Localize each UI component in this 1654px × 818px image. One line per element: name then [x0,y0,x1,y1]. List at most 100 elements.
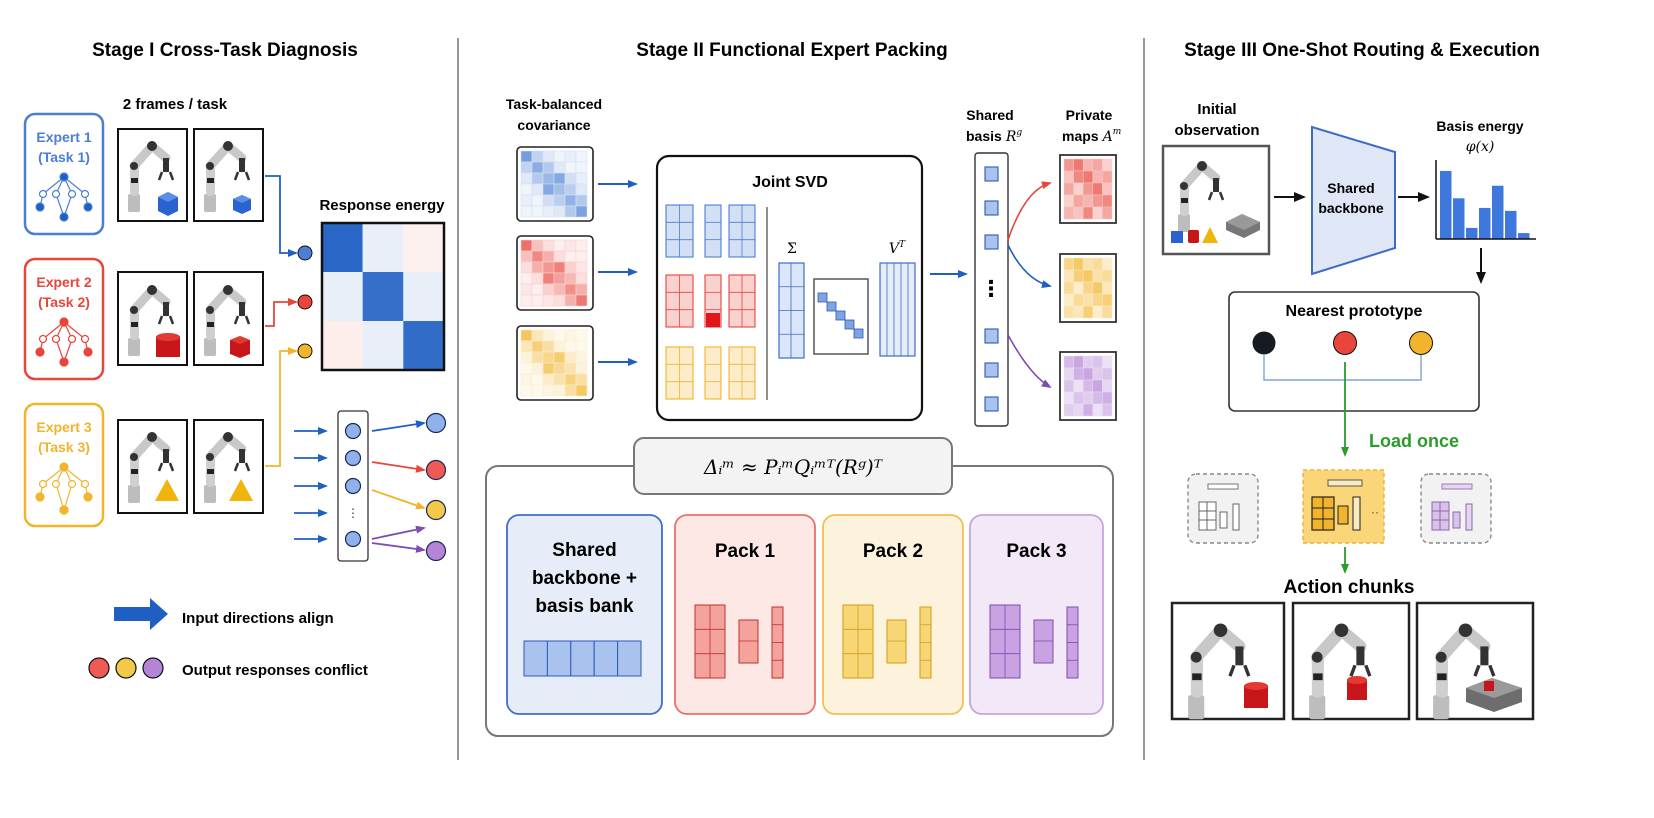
prototype-yellow [1409,331,1433,355]
basis-bank-cell [617,640,642,677]
private-map-cell [1082,391,1094,405]
private-map-cell [1063,403,1074,417]
initial-observation-frame [1161,144,1271,256]
response-node-1 [297,245,313,261]
output-node-purple [425,540,447,562]
vt-label: VT [889,240,906,257]
sigma-diag-frame [813,278,869,355]
cov-cell [542,340,555,353]
output-arrow-red [371,461,426,473]
cov-cell [542,250,555,263]
task1-frames [117,128,264,222]
shared-basis-cells [984,166,999,412]
stage2-title: Stage II Functional Expert Packing [636,40,947,61]
cov-cell [542,150,555,163]
sigma-label: Σ [787,241,797,257]
legend-input-text: Input directions align [182,610,334,627]
cov-cell [575,194,588,207]
small-blue-cube-icon [1171,231,1183,243]
svd-u-highlight [706,313,720,327]
cov-cell [520,261,533,274]
cov-cell [542,183,555,196]
cov-cell [553,239,566,252]
cov-cell [520,362,533,375]
legend-yellow-dot [115,657,137,679]
output-arrow-yellow [371,489,426,510]
private-map-cell [1102,281,1113,295]
private-map-cell [1063,281,1074,295]
private-map-cell [1102,170,1113,184]
task2-frames [117,271,264,366]
private-map-cell [1102,379,1113,393]
sigma-diag-cell [826,301,837,312]
heatmap-cell [403,223,444,272]
private-map-cell [1102,305,1113,319]
cov-cell [542,373,555,386]
private-map-cell [1073,158,1084,172]
cov-cell [531,172,544,185]
cov-cell [531,329,544,342]
private-maps [1059,154,1117,421]
cov-cell [531,261,544,274]
private-map-cell [1082,269,1094,283]
stage3-title: Stage III One-Shot Routing & Execution [1184,40,1540,61]
basis-bank-cell [523,640,548,677]
cov-cell [520,283,533,296]
sigma-diag-cell [853,328,864,339]
vt-frame [879,262,916,357]
private-map-cell [1092,305,1103,319]
vt-label-v: V [889,241,901,257]
cov-cell [564,340,577,353]
cov-cell [520,194,533,207]
private-map-cell [1073,379,1084,393]
cov-cell [520,351,533,364]
cov-cell [564,205,577,218]
cov-cell [531,373,544,386]
cov-cell [553,150,566,163]
heatmap-cell [403,272,444,321]
expert-3-network-icon [35,462,93,515]
expert-2-task: (Task 2) [38,294,90,310]
red-cube-icon [230,336,250,358]
pack-slot-selected: ·· [1302,469,1385,544]
basis-to-private-purple [1007,334,1052,389]
joint-svd-label: Joint SVD [752,174,828,191]
private-map-cell [1102,206,1113,220]
backbone-label-2: backbone [1318,200,1384,216]
private-map-cell [1082,305,1094,319]
cov-cell [542,294,555,307]
cov-cell [575,205,588,218]
private-map-cell [1063,206,1074,220]
covariance-matrices [516,146,594,401]
initial-obs-label-2: observation [1174,122,1259,139]
private-map-cell [1102,293,1113,307]
private-map-cell [1102,391,1113,405]
blue-cube-icon [158,192,178,216]
private-map-cell [1082,293,1094,307]
cov-cell [520,340,533,353]
nearest-prototype-box [1228,291,1480,412]
private-map-cell [1092,269,1103,283]
cov-cell [531,362,544,375]
cov-cell [531,161,544,174]
heatmap-cell [322,272,363,321]
cov-cell [553,340,566,353]
cov-cell [575,340,588,353]
private-map-cell [1063,257,1074,271]
cov-cell [575,351,588,364]
cov-cell [564,172,577,185]
energy-bar [1505,210,1517,239]
expert-card-2: Expert 2 (Task 2) [23,257,105,381]
prototype-red [1333,331,1357,355]
private-map-cell [1082,379,1094,393]
private-map-cell [1102,257,1113,271]
cov-cell [520,161,533,174]
private-map-cell [1073,269,1084,283]
expert-3-name: Expert 3 [36,419,91,435]
stage1-title: Stage I Cross-Task Diagnosis [92,40,358,61]
formula-text: Δᵢᵐ ≈ PᵢᵐQᵢᵐᵀ(Rᵍ)ᵀ [703,455,884,479]
cov-cell [564,161,577,174]
private-map-cell [1073,170,1084,184]
cov-cell [564,294,577,307]
